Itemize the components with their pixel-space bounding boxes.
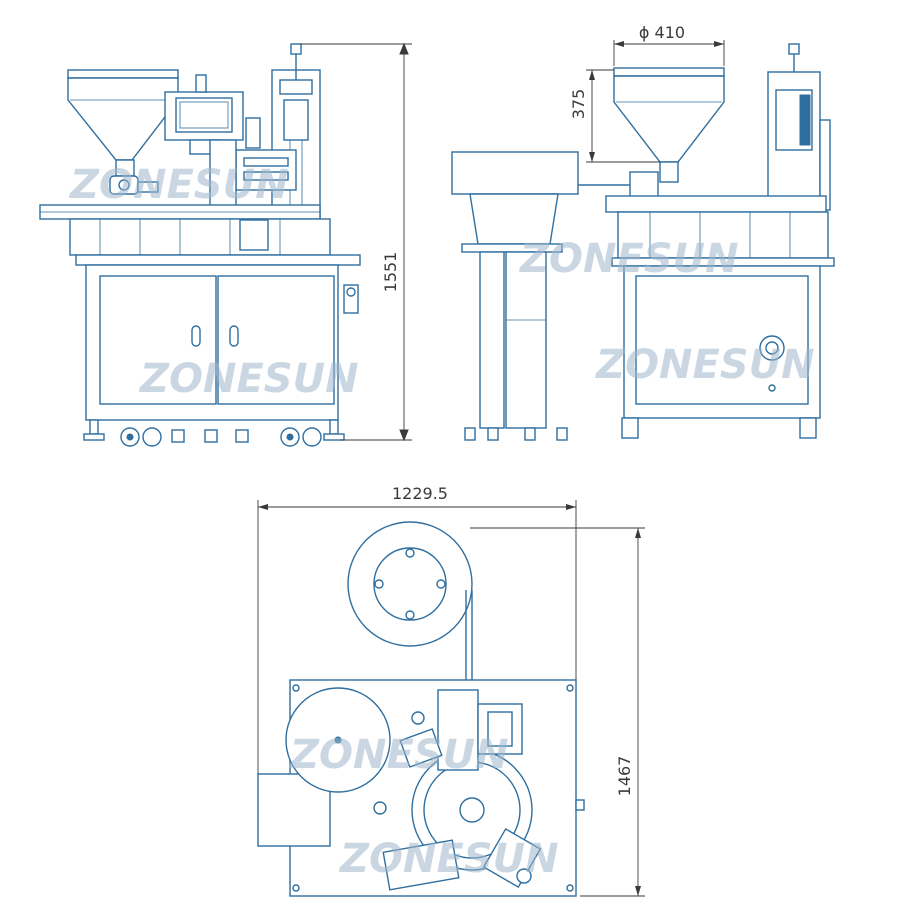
front-hopper [67, 69, 179, 195]
watermark-front-bottom: ZONESUN [138, 356, 359, 402]
watermark-front-top: ZONESUN [68, 162, 289, 208]
side-hopper [613, 67, 725, 201]
side-view [451, 40, 835, 441]
watermark-plan-bottom: ZONESUN [338, 836, 559, 882]
overall-height-label: 1551 [381, 252, 400, 293]
plan-cap-sorter [347, 521, 473, 720]
watermark-plan-top: ZONESUN [288, 732, 509, 778]
hopper-height-label: 375 [569, 89, 588, 120]
plan-dimensions [257, 500, 645, 897]
watermark-side-bottom: ZONESUN [594, 342, 815, 388]
plan-heads [382, 689, 542, 891]
watermark-side-top: ZONESUN [518, 236, 739, 282]
side-conveyor [605, 195, 835, 267]
hopper-diameter-label: ϕ 410 [639, 23, 685, 42]
hopper-dimensions [586, 40, 725, 163]
front-feet [83, 419, 345, 447]
front-view [39, 42, 412, 447]
front-cabinet [75, 254, 361, 421]
side-filling-column [767, 43, 831, 223]
plan-depth-label: 1467 [615, 756, 634, 797]
front-conveyor [39, 204, 331, 256]
height-dimension [300, 42, 412, 442]
front-filling-column [209, 43, 321, 231]
side-cabinet [621, 265, 821, 439]
plan-width-label: 1229.5 [392, 484, 448, 503]
plan-view [257, 500, 645, 897]
side-cap-sorter [451, 151, 632, 441]
